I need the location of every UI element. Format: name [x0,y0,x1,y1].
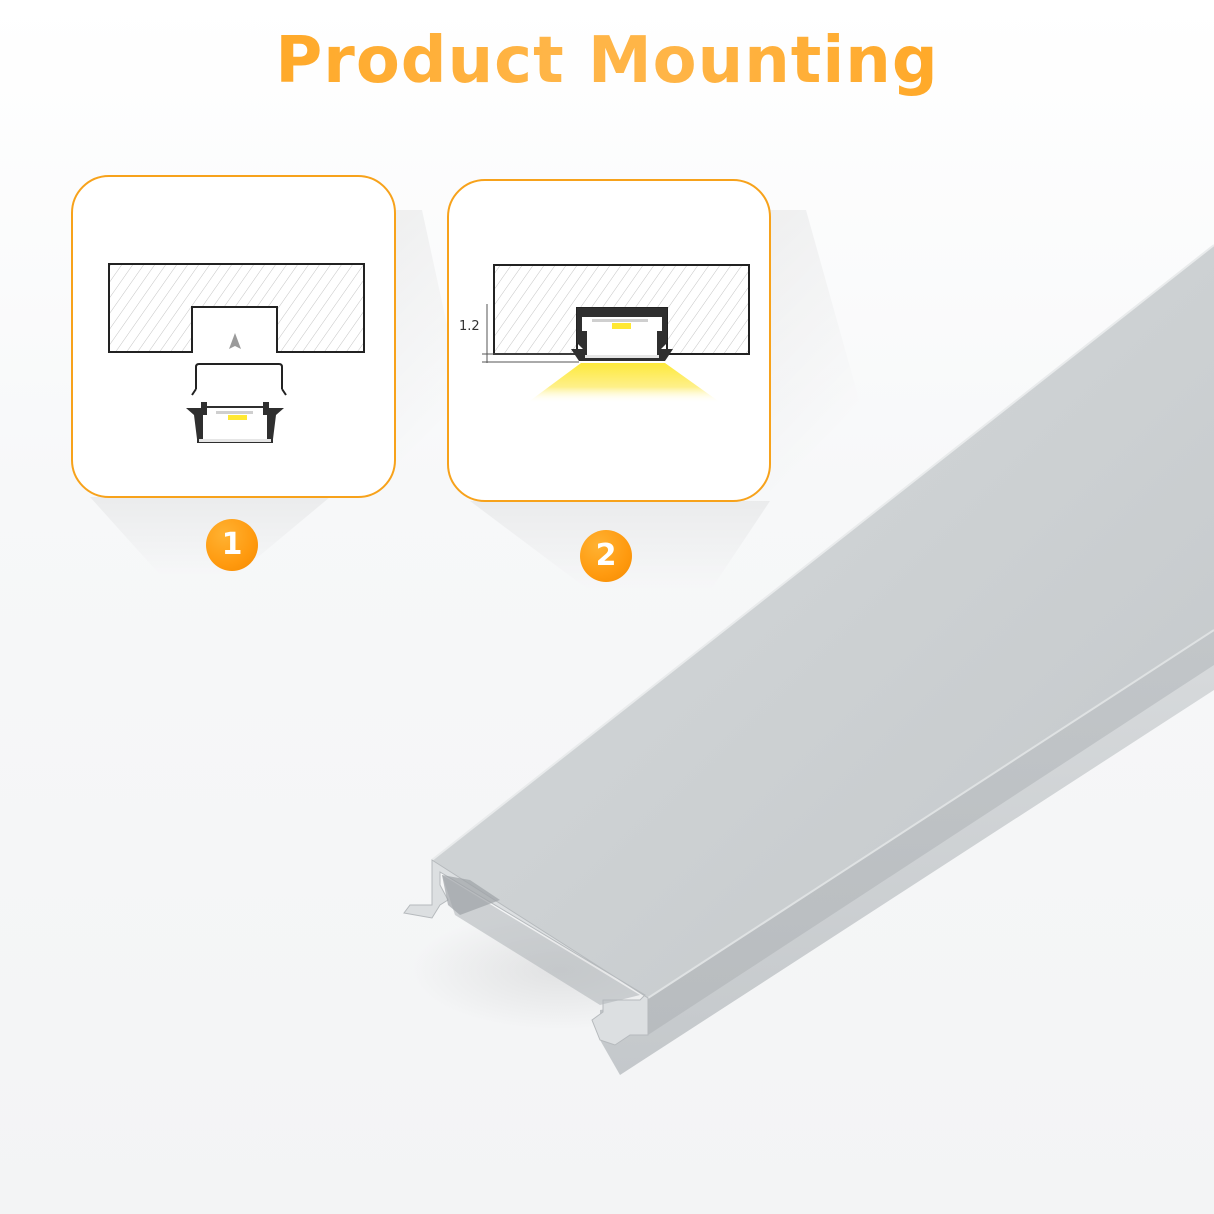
led-strip [216,411,253,414]
profile-top-face [432,245,1214,998]
step-2-badge: 2 [580,530,632,582]
step-2-card: 1.2 [447,179,771,502]
arrow-up-icon [229,333,241,349]
step-1-card [71,175,396,498]
led-chip [612,323,631,329]
step-1-diagram [108,263,365,443]
led-strip [592,319,648,322]
profile-side-face [648,630,1214,1035]
ceiling-block [108,263,365,353]
step-1-badge: 1 [206,519,258,571]
diffuser-cover [191,363,287,396]
dimension-label: 1.2 [459,319,480,334]
page-title: Product Mounting [0,24,1214,98]
led-chip [228,415,247,420]
step-2-diagram: 1.2 [459,264,750,403]
profile-channel [205,422,265,439]
light-beam [527,363,721,403]
profile-channel [587,331,657,355]
